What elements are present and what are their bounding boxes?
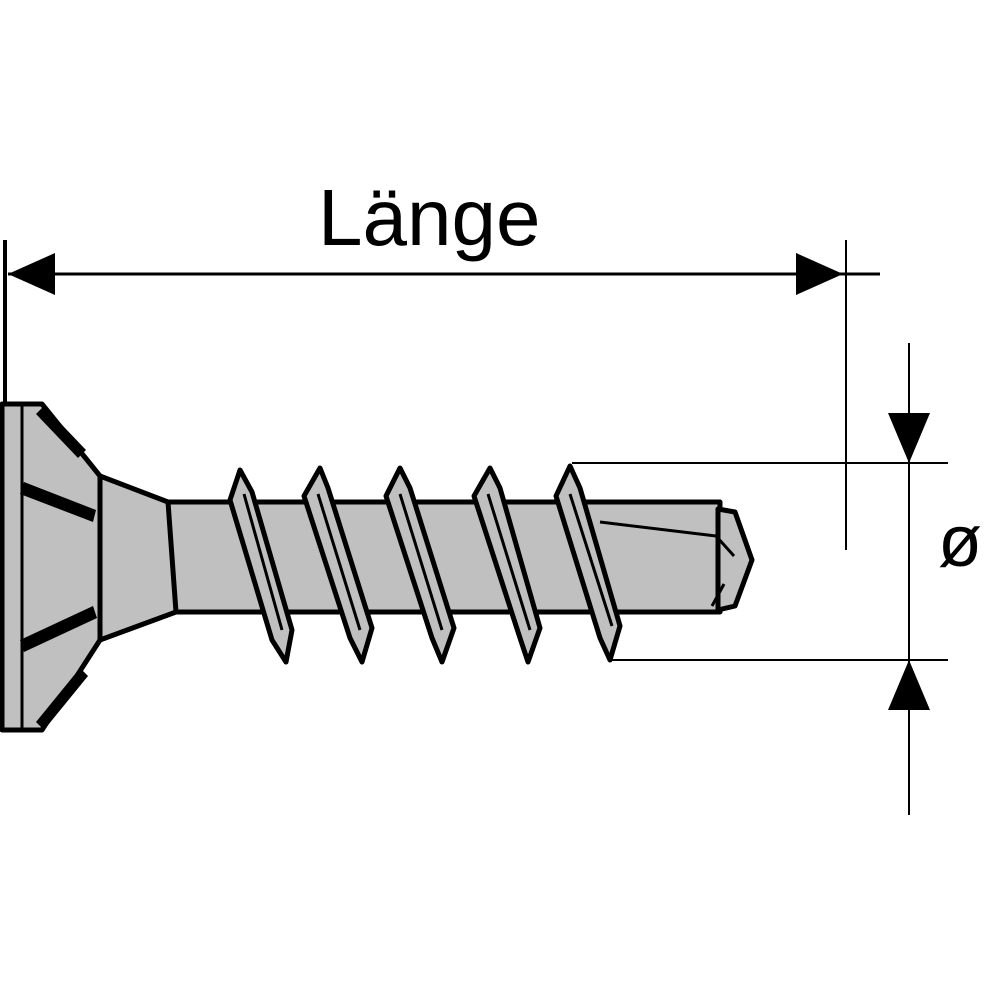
length-left-arrowhead [8, 253, 55, 295]
screw-neck [97, 473, 179, 643]
screw-drill-tip [715, 506, 755, 613]
diameter-dimension [572, 343, 948, 815]
length-label: Länge [318, 173, 541, 262]
screw-thread-highlight [568, 493, 614, 627]
screw-thread-highlight [398, 493, 444, 631]
diameter-top-arrowhead [888, 413, 930, 463]
screw-head-rib-lower [20, 606, 97, 652]
diameter-bottom-arrowhead [888, 660, 930, 710]
length-dimension [3, 240, 880, 550]
screw-head-rib-top [36, 406, 86, 458]
screw-thread-highlight [242, 493, 284, 631]
screw-thread-highlight [316, 493, 362, 631]
screw-head [0, 401, 103, 733]
length-right-arrowhead [796, 253, 843, 295]
screw-thread-highlight [486, 493, 532, 631]
screw-head-rib-upper [20, 482, 96, 522]
screw-head-rib-bottom [36, 668, 88, 730]
screw [0, 401, 755, 733]
screw-thread [553, 463, 623, 663]
diameter-label: ø [938, 502, 982, 582]
screw-tip-flute [599, 520, 736, 607]
